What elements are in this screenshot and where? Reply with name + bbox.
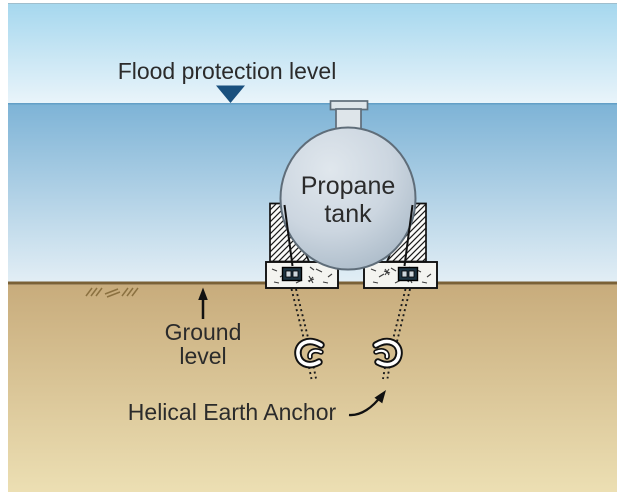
sky-region (8, 3, 617, 103)
anchor-pointer-arrow-icon (348, 390, 386, 417)
anchor-rod-right (382, 288, 411, 380)
ground-level-arrow-icon (198, 287, 208, 319)
helical-anchor-left-icon (298, 342, 321, 365)
ground-level-label-line1: Ground (165, 319, 242, 345)
figure-top-border (8, 3, 617, 4)
anchor-rod-left (290, 288, 317, 380)
tank-label-line2: tank (324, 200, 372, 228)
flood-level-line (8, 103, 617, 105)
flood-level-marker-icon (216, 85, 245, 103)
anchor-plate-left (281, 266, 303, 282)
helical-anchor-right-icon (376, 342, 399, 365)
ground-level-label-line2: level (179, 343, 226, 369)
anchor-plate-right (397, 266, 419, 282)
soil-hatch-icon (85, 287, 139, 298)
propane-tank (279, 126, 417, 271)
tie-strap-left (283, 204, 294, 267)
ground-region (8, 284, 617, 492)
helical-anchor-label: Helical Earth Anchor (128, 399, 337, 425)
tie-strap-right (403, 204, 414, 267)
flood-protection-label: Flood protection level (118, 58, 337, 84)
tank-label-line1: Propane (301, 172, 396, 200)
